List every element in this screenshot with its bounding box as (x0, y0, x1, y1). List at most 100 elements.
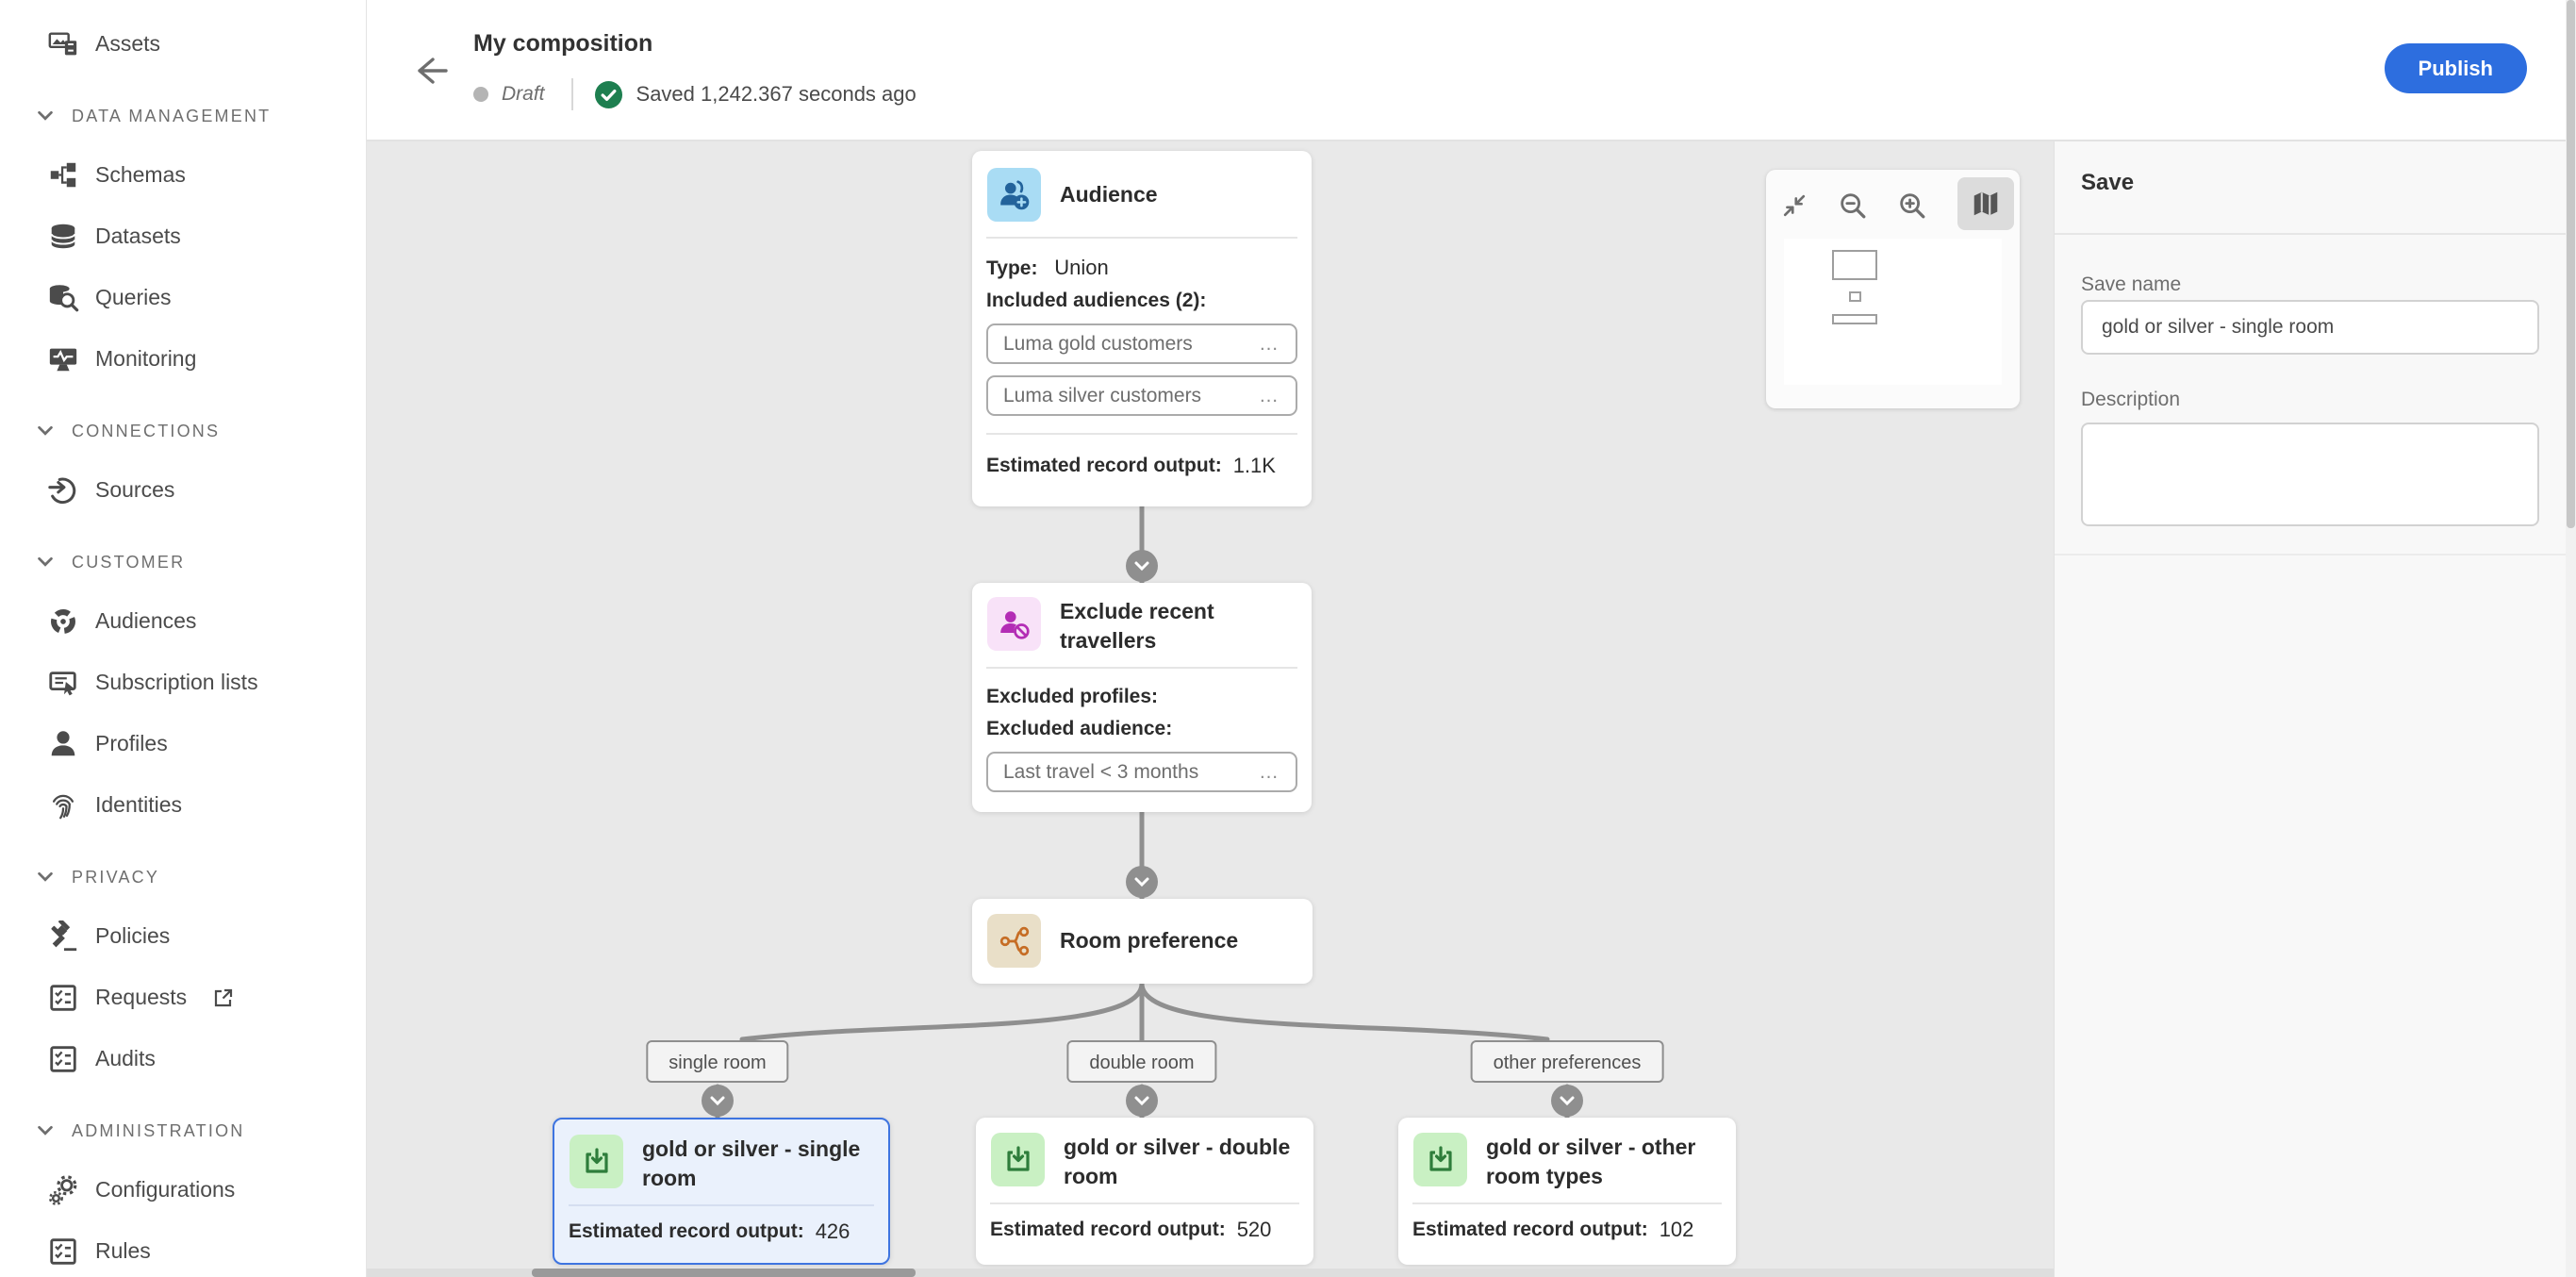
sidebar-section-connections[interactable]: CONNECTIONS (0, 403, 366, 459)
node-output-other-room-types[interactable]: gold or silver - other room types Estima… (1398, 1118, 1736, 1265)
chip-more-button[interactable]: … (1259, 384, 1280, 406)
sidebar-item-audits[interactable]: Audits (0, 1028, 366, 1089)
sidebar-item-audiences[interactable]: Audiences (0, 590, 366, 652)
composition-canvas[interactable]: Audience Type: Union Included audiences … (367, 141, 2054, 1277)
sidebar-item-label: Schemas (95, 162, 186, 187)
estimated-output-label: Estimated record output: (986, 455, 1222, 476)
estimated-output-row: Estimated record output: 1.1K (972, 454, 1312, 478)
minimap-viewport[interactable] (1784, 239, 2002, 385)
sidebar-section-label: PRIVACY (72, 867, 160, 887)
collapse-button[interactable] (1774, 185, 1815, 226)
description-input[interactable] (2081, 423, 2539, 526)
save-name-label: Save name (2081, 274, 2182, 295)
sidebar-item-configurations[interactable]: Configurations (0, 1159, 366, 1220)
branch-label-other-preferences: other preferences (1470, 1040, 1664, 1083)
node-title: Exclude recent travellers (1060, 599, 1214, 653)
node-room-preference[interactable]: Room preference (972, 899, 1313, 984)
type-row: Type: Union (986, 256, 1297, 280)
publish-button[interactable]: Publish (2384, 43, 2527, 93)
horizontal-scrollbar-thumb[interactable] (532, 1269, 916, 1277)
node-body: Excluded profiles: Excluded audience: La… (972, 669, 1312, 792)
estimated-output-label: Estimated record output: (569, 1220, 804, 1242)
sidebar-section-privacy[interactable]: PRIVACY (0, 849, 366, 905)
sidebar-item-profiles[interactable]: Profiles (0, 713, 366, 774)
page-title: My composition (473, 30, 653, 57)
sidebar-item-schemas[interactable]: Schemas (0, 144, 366, 206)
policies-icon (51, 920, 77, 951)
sidebar-item-subscription-lists[interactable]: Subscription lists (0, 652, 366, 713)
chip-more-button[interactable]: … (1259, 332, 1280, 355)
sidebar-item-queries[interactable]: Queries (0, 267, 366, 328)
configurations-icon (48, 1174, 77, 1205)
edge-chevron-badge (1551, 1085, 1583, 1117)
divider (570, 78, 573, 110)
sidebar-section-data-management[interactable]: DATA MANAGEMENT (0, 88, 366, 144)
type-value: Union (1054, 256, 1109, 279)
profiles-icon (51, 730, 75, 755)
node-title: gold or silver - single room (642, 1136, 861, 1190)
sidebar-item-label: Profiles (95, 731, 168, 755)
save-audience-icon (991, 1133, 1045, 1186)
sidebar-item-rules[interactable]: Rules (0, 1220, 366, 1277)
assets-icon (48, 31, 77, 55)
node-body: Type: Union Included audiences (2): Luma… (972, 239, 1312, 416)
subscription-lists-icon (49, 671, 76, 695)
estimated-output-value: 520 (1236, 1218, 1272, 1241)
excluded-audience-label: Excluded audience: (986, 718, 1173, 739)
edge-chevron-badge (1126, 866, 1158, 898)
schemas-icon (50, 162, 76, 187)
node-exclude-recent-travellers[interactable]: Exclude recent travellers Excluded profi… (972, 583, 1312, 812)
sidebar-item-label: Rules (95, 1238, 151, 1263)
sidebar-item-label: Sources (95, 477, 175, 502)
queries-icon (49, 284, 79, 311)
sidebar-item-datasets[interactable]: Datasets (0, 206, 366, 267)
divider (2055, 554, 2576, 556)
sidebar-item-assets[interactable]: Assets (0, 13, 366, 75)
sidebar-item-policies[interactable]: Policies (0, 905, 366, 967)
estimated-output-label: Estimated record output: (1412, 1219, 1648, 1240)
divider (986, 667, 1297, 669)
node-header: gold or silver - double room (976, 1118, 1313, 1191)
node-output-single-room[interactable]: gold or silver - single room Estimated r… (553, 1118, 890, 1265)
branch-label-single-room: single room (646, 1040, 789, 1083)
node-output-double-room[interactable]: gold or silver - double room Estimated r… (976, 1118, 1313, 1265)
sidebar-item-requests[interactable]: Requests (0, 967, 366, 1028)
zoom-in-button[interactable] (1891, 185, 1933, 226)
description-label: Description (2081, 389, 2181, 410)
save-audience-icon (570, 1135, 623, 1188)
exclude-chip-last-travel[interactable]: Last travel < 3 months … (986, 752, 1297, 792)
chevron-down-icon (38, 425, 53, 436)
sidebar-section-label: CONNECTIONS (72, 421, 221, 440)
minimap-node (1832, 250, 1877, 280)
node-audience[interactable]: Audience Type: Union Included audiences … (972, 151, 1312, 506)
audience-chip-luma-gold[interactable]: Luma gold customers … (986, 323, 1297, 364)
left-nav: Assets DATA MANAGEMENT Schemas Data (0, 0, 367, 1277)
minimap-panel (1766, 170, 2020, 408)
divider (990, 1202, 1299, 1204)
sidebar-section-administration[interactable]: ADMINISTRATION (0, 1103, 366, 1159)
node-header: Audience (972, 151, 1312, 222)
sidebar-item-label: Datasets (95, 224, 181, 248)
minimap-toggle-button[interactable] (1957, 177, 2014, 230)
datasets-icon (50, 224, 76, 248)
saved-check-icon (594, 80, 622, 108)
exclude-node-icon (987, 597, 1041, 651)
node-title: Audience (1060, 182, 1158, 207)
audience-chip-luma-silver[interactable]: Luma silver customers … (986, 375, 1297, 416)
sidebar-item-monitoring[interactable]: Monitoring (0, 328, 366, 390)
zoom-out-button[interactable] (1832, 185, 1874, 226)
audiences-icon (51, 608, 75, 634)
save-audience-icon (1413, 1133, 1467, 1186)
vertical-scrollbar-thumb[interactable] (2567, 0, 2575, 528)
minimap-node (1832, 314, 1877, 324)
node-header: Exclude recent travellers (972, 583, 1312, 655)
save-name-input[interactable] (2081, 300, 2539, 355)
sidebar-section-customer[interactable]: CUSTOMER (0, 534, 366, 590)
sidebar-item-identities[interactable]: Identities (0, 774, 366, 836)
chip-more-button[interactable]: … (1259, 760, 1280, 783)
status-row: Draft Saved 1,242.367 seconds ago (473, 77, 916, 111)
sidebar-item-sources[interactable]: Sources (0, 459, 366, 521)
chevron-down-icon (38, 1125, 53, 1136)
back-arrow-button[interactable] (408, 50, 450, 91)
